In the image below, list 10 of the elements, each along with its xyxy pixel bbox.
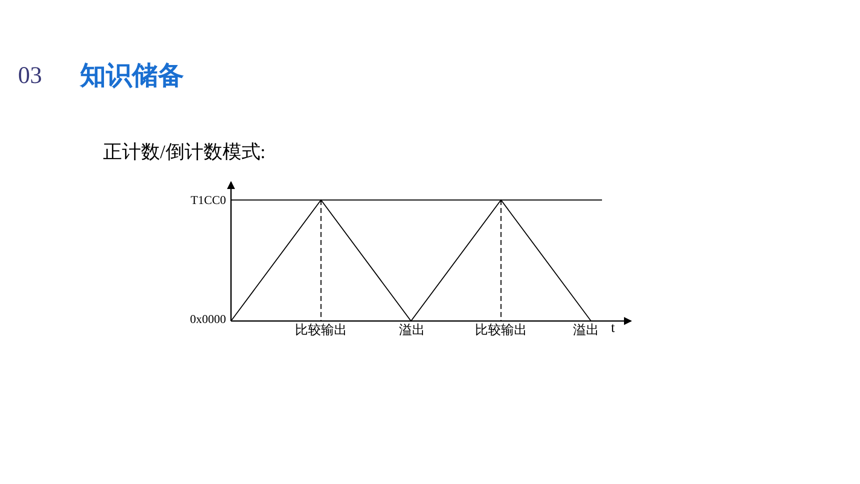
subtitle: 正计数/倒计数模式: <box>103 143 266 162</box>
axis-value-label: T1CC0 <box>190 194 226 206</box>
time-axis-label: t <box>611 322 615 336</box>
section-title: 知识储备 <box>80 63 184 89</box>
axis-value-label: 0x0000 <box>190 313 226 325</box>
event-label: 比较输出 <box>475 323 527 336</box>
event-label: 比较输出 <box>295 323 347 336</box>
event-label: 溢出 <box>399 323 425 336</box>
event-label: 溢出 <box>573 323 599 336</box>
section-number: 03 <box>18 64 42 88</box>
